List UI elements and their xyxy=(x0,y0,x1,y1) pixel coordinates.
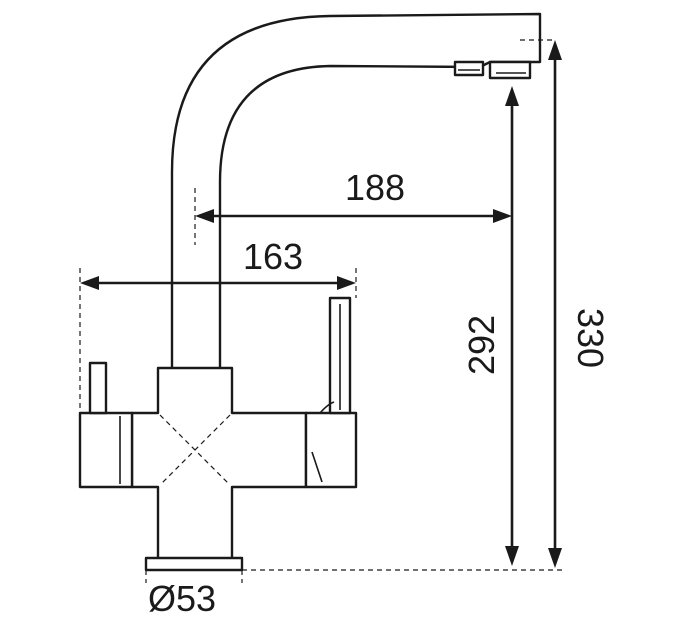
dim-label-spout-height: 292 xyxy=(461,315,502,375)
arrowhead-height-top xyxy=(505,86,519,106)
base-plate xyxy=(144,556,244,572)
faucet-body xyxy=(130,366,308,562)
left-handle xyxy=(88,361,108,415)
body-cross-line-2 xyxy=(159,414,231,486)
arrowhead-height-bottom xyxy=(505,546,519,566)
arrowhead-reach-left xyxy=(195,209,214,223)
dim-label-total-height: 330 xyxy=(570,308,611,368)
spout-nozzle-right xyxy=(488,60,532,80)
arrowhead-reach-right xyxy=(493,209,512,223)
arrowhead-span-right xyxy=(337,276,356,290)
arrowhead-total-bottom xyxy=(548,548,562,568)
left-cartridge-housing xyxy=(78,411,134,489)
spout-nozzle-left xyxy=(453,60,485,77)
dim-label-spout-reach: 188 xyxy=(345,167,405,208)
arrowhead-span-left xyxy=(80,276,99,290)
dim-label-base-diameter: Ø53 xyxy=(148,578,216,619)
dim-label-handle-span: 163 xyxy=(243,236,303,277)
arrowhead-total-top xyxy=(548,40,562,60)
spout xyxy=(170,12,542,374)
right-cartridge-housing xyxy=(304,411,358,489)
